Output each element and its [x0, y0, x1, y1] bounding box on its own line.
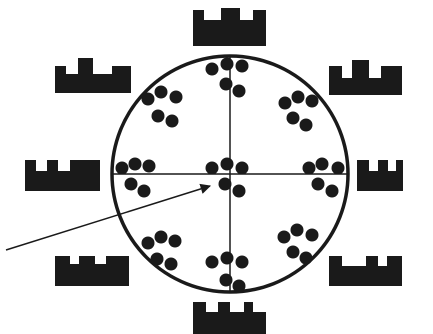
dot: [116, 162, 129, 175]
dot-cluster-right: [303, 158, 345, 198]
dot: [206, 162, 219, 175]
dot: [220, 274, 233, 287]
dot: [125, 178, 138, 191]
block-top: [193, 8, 266, 46]
dot: [142, 237, 155, 250]
block-bottom-left: [55, 256, 129, 286]
dot: [143, 160, 156, 173]
dot: [206, 256, 219, 269]
dot: [306, 229, 319, 242]
dot: [326, 185, 339, 198]
dot: [166, 115, 179, 128]
dot: [219, 178, 232, 191]
dot: [142, 93, 155, 106]
dot: [303, 162, 316, 175]
block-bottom: [193, 302, 266, 334]
dot: [129, 158, 142, 171]
block-bottom-right: [329, 256, 402, 286]
dot: [206, 63, 219, 76]
dot-cluster-bottom: [206, 252, 249, 293]
dot: [291, 224, 304, 237]
dot: [152, 110, 165, 123]
dot-cluster-bottom-left: [142, 231, 182, 271]
dot: [221, 252, 234, 265]
dot: [292, 91, 305, 104]
dot: [236, 60, 249, 73]
dot-cluster-center: [206, 158, 249, 198]
dot: [287, 112, 300, 125]
block-top-left: [55, 58, 131, 93]
dot: [233, 185, 246, 198]
dot: [220, 78, 233, 91]
dot: [236, 162, 249, 175]
dot: [236, 256, 249, 269]
dot: [165, 258, 178, 271]
dot-cluster-bottom-right: [278, 224, 319, 265]
dot: [233, 85, 246, 98]
dot: [151, 253, 164, 266]
block-right: [357, 160, 403, 191]
dot: [170, 91, 183, 104]
dot: [300, 252, 313, 265]
dot: [300, 119, 313, 132]
dot-cluster-left: [116, 158, 156, 198]
dot: [287, 246, 300, 259]
dot: [306, 95, 319, 108]
dot: [316, 158, 329, 171]
dot: [221, 58, 234, 71]
dot: [155, 231, 168, 244]
dot: [155, 86, 168, 99]
block-left: [25, 160, 100, 191]
dot: [221, 158, 234, 171]
dot-cluster-top-right: [279, 91, 319, 132]
dot: [233, 280, 246, 293]
dot: [138, 185, 151, 198]
dot-cluster-top: [206, 58, 249, 98]
dot: [169, 235, 182, 248]
dot: [279, 97, 292, 110]
dot: [332, 162, 345, 175]
dot: [312, 178, 325, 191]
dot: [278, 231, 291, 244]
block-top-right: [329, 60, 402, 95]
